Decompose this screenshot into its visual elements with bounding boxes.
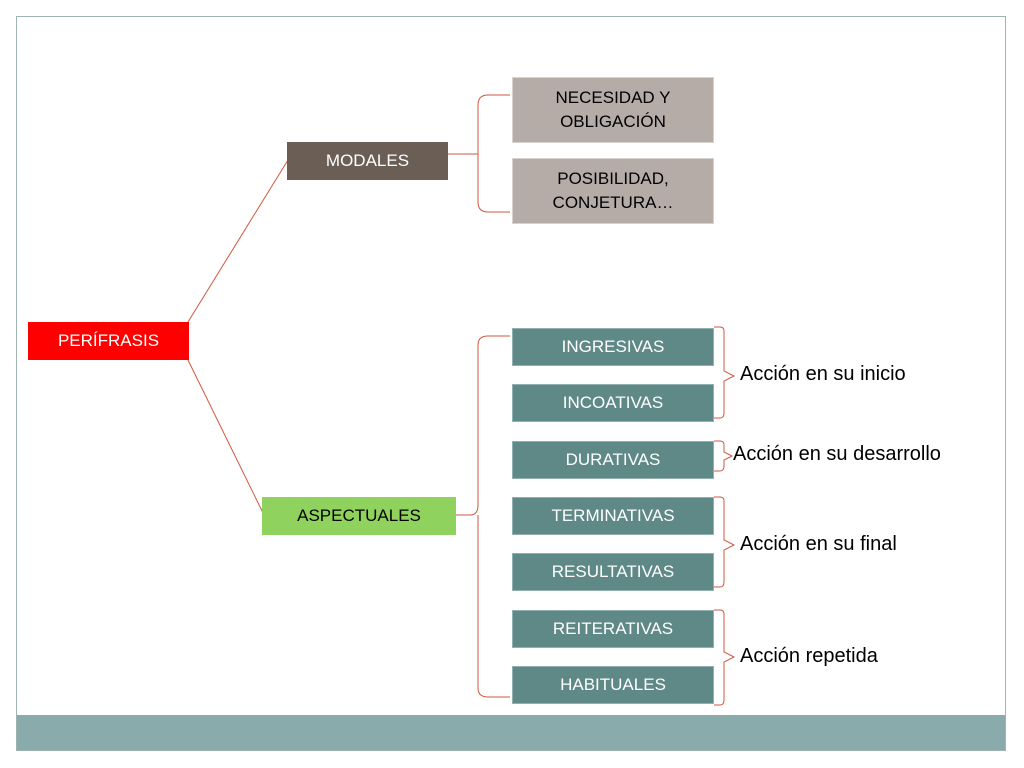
slide-frame [16,16,1006,751]
node-reiterativas: REITERATIVAS [512,610,714,648]
node-incoativas: INCOATIVAS [512,384,714,422]
connector-root-modales [187,159,289,323]
node-aspectuales: ASPECTUALES [262,497,456,535]
bracket-desarrollo [714,440,734,472]
node-terminativas: TERMINATIVAS [512,497,714,535]
node-posibilidad-conjetura: POSIBILIDAD, CONJETURA… [512,158,714,224]
bracket-final [714,496,736,588]
node-perifrasis: PERÍFRASIS [28,322,189,360]
bracket-inicio [714,326,736,419]
node-ingresivas: INGRESIVAS [512,328,714,366]
node-resultativas: RESULTATIVAS [512,553,714,591]
node-durativas: DURATIVAS [512,441,714,479]
footer-bar [17,715,1005,750]
bracket-repetida [714,609,736,706]
node-habituales: HABITUALES [512,666,714,704]
node-modales: MODALES [287,142,448,180]
note-accion-desarrollo: Acción en su desarrollo [733,443,941,465]
connector-root-aspectuales [187,359,265,516]
bracket-aspectuales [456,335,510,698]
note-accion-inicio: Acción en su inicio [740,363,906,385]
node-necesidad-obligacion: NECESIDAD Y OBLIGACIÓN [512,77,714,143]
note-accion-repetida: Acción repetida [740,645,878,667]
bracket-modales [448,94,510,213]
note-accion-final: Acción en su final [740,533,897,555]
